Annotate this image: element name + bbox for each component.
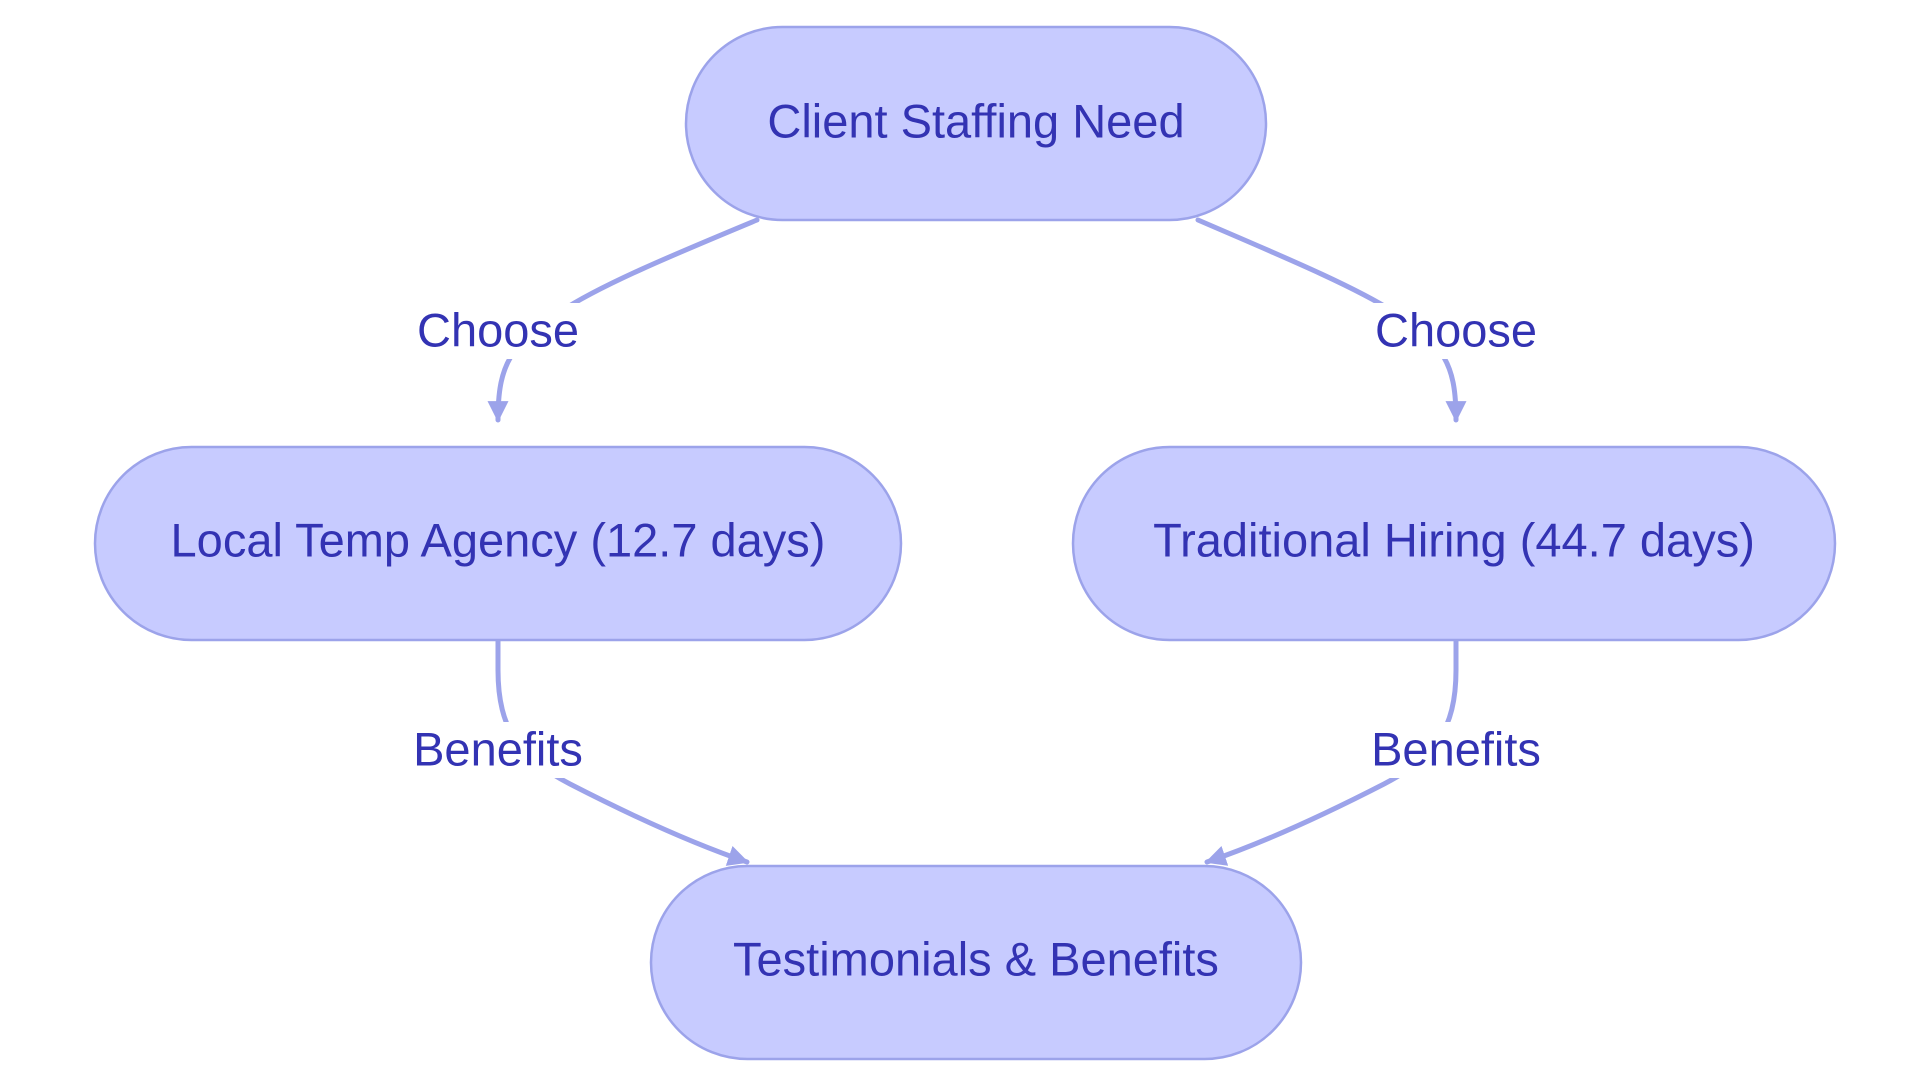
- node-label: Traditional Hiring (44.7 days): [1153, 514, 1755, 567]
- edge-labels: Choose Choose Benefits Benefits: [404, 303, 1550, 778]
- edge-label-text: Choose: [417, 304, 579, 357]
- edge-label-text: Choose: [1375, 304, 1537, 357]
- edge-label-text: Benefits: [413, 723, 583, 776]
- node-client-staffing-need[interactable]: Client Staffing Need: [684, 25, 1268, 222]
- edge-local-to-testimonials: [495, 637, 750, 866]
- node-traditional-hiring[interactable]: Traditional Hiring (44.7 days): [1071, 445, 1837, 642]
- node-testimonials-benefits[interactable]: Testimonials & Benefits: [649, 864, 1303, 1061]
- edge-label-text: Benefits: [1371, 723, 1541, 776]
- edge-label-choose-right: Choose: [1370, 303, 1542, 359]
- node-label: Client Staffing Need: [767, 95, 1184, 148]
- edge-label-benefits-left: Benefits: [404, 722, 592, 778]
- edge-label-choose-left: Choose: [412, 303, 584, 359]
- node-label: Local Temp Agency (12.7 days): [171, 514, 826, 567]
- edge-label-benefits-right: Benefits: [1362, 722, 1550, 778]
- node-local-temp-agency[interactable]: Local Temp Agency (12.7 days): [93, 445, 903, 642]
- nodes: Client Staffing Need Local Temp Agency (…: [93, 25, 1837, 1061]
- node-label: Testimonials & Benefits: [733, 933, 1219, 986]
- edge-traditional-to-testimonials: [1204, 637, 1459, 866]
